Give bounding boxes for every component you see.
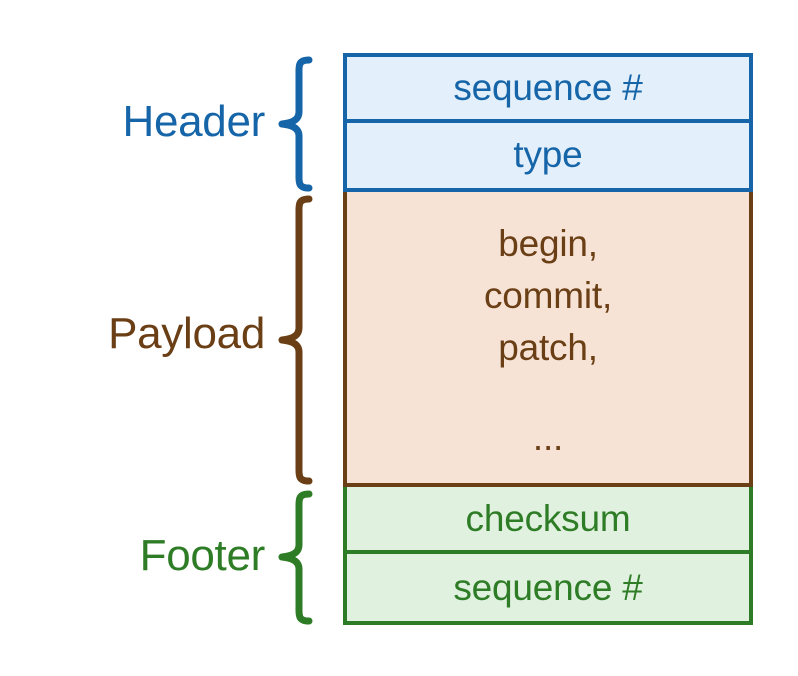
curly-brace-icon-payload <box>278 195 313 485</box>
payload-line-commit: commit, <box>483 275 613 316</box>
group-label-payload: Payload <box>108 309 265 358</box>
payload-line-patch: patch, <box>498 327 598 368</box>
packet-section-header: sequence # type <box>343 53 753 192</box>
group-label-header: Header <box>122 97 265 146</box>
field-header-sequence-number: sequence # <box>347 57 749 123</box>
packet-section-footer: checksum sequence # <box>343 487 753 625</box>
payload-line-begin: begin, <box>498 223 598 264</box>
payload-body: begin, commit, patch, ... <box>347 192 749 483</box>
field-footer-sequence-number: sequence # <box>453 566 643 608</box>
field-header-type: type <box>513 134 583 176</box>
curly-brace-icon-header <box>278 56 313 192</box>
field-footer-checksum: checksum <box>347 487 749 554</box>
curly-brace-icon-footer <box>278 490 313 625</box>
payload-line-ellipsis: ... <box>532 417 564 458</box>
group-label-footer: Footer <box>139 531 266 580</box>
packet-section-payload: begin, commit, patch, ... <box>343 192 753 487</box>
packet-column: sequence # type begin, commit, patch, ..… <box>343 53 753 625</box>
